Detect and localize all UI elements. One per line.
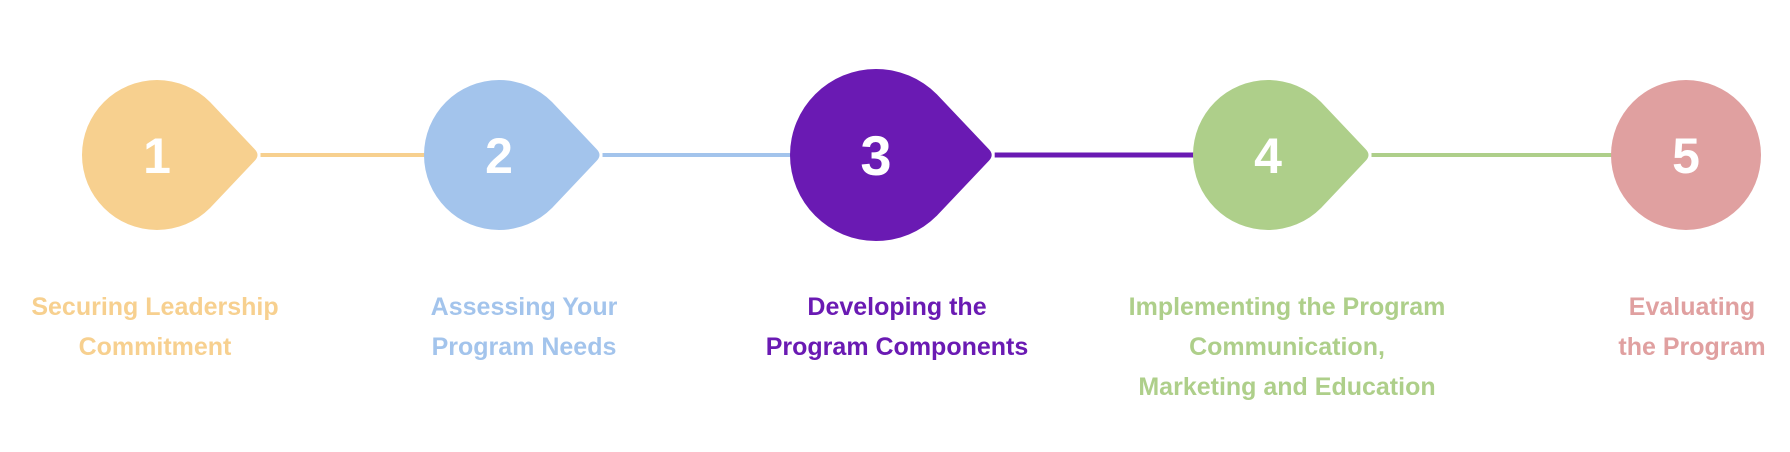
step-label-line: the Program	[1618, 333, 1766, 361]
step-label-5: Evaluating the Program	[1618, 287, 1765, 367]
step-marker-1: 1	[82, 80, 258, 230]
step-label-line: Marketing and Education	[1138, 373, 1436, 401]
step-badge-2	[424, 79, 600, 230]
step-badge-4	[1193, 79, 1369, 230]
step-marker-4: 4	[1193, 79, 1369, 230]
step-label-line: Implementing the Program	[1128, 293, 1446, 321]
step-label-line: Developing the	[807, 293, 987, 321]
step-label-line: Program Needs	[431, 333, 617, 361]
step-badge-1	[82, 80, 258, 230]
step-label-line: Securing Leadership	[31, 293, 279, 321]
step-label-line: Communication,	[1189, 333, 1385, 361]
step-number-1: 1	[143, 128, 171, 184]
step-number-3: 3	[860, 124, 891, 187]
step-label-line: Program Components	[765, 333, 1029, 361]
step-marker-3: 3	[790, 68, 992, 241]
step-number-5: 5	[1672, 128, 1700, 184]
step-label-line: Commitment	[78, 333, 232, 361]
step-label-line: Assessing Your	[430, 293, 618, 321]
step-number-4: 4	[1254, 128, 1282, 184]
step-marker-2: 2	[424, 79, 600, 230]
step-number-2: 2	[485, 128, 513, 184]
step-badge-5	[1611, 80, 1761, 230]
step-badge-3	[790, 68, 992, 241]
step-label-line: Evaluating	[1628, 293, 1756, 321]
step-marker-5: 5	[1611, 80, 1761, 230]
step-markers: 1 2 3 4 5	[82, 68, 1761, 241]
